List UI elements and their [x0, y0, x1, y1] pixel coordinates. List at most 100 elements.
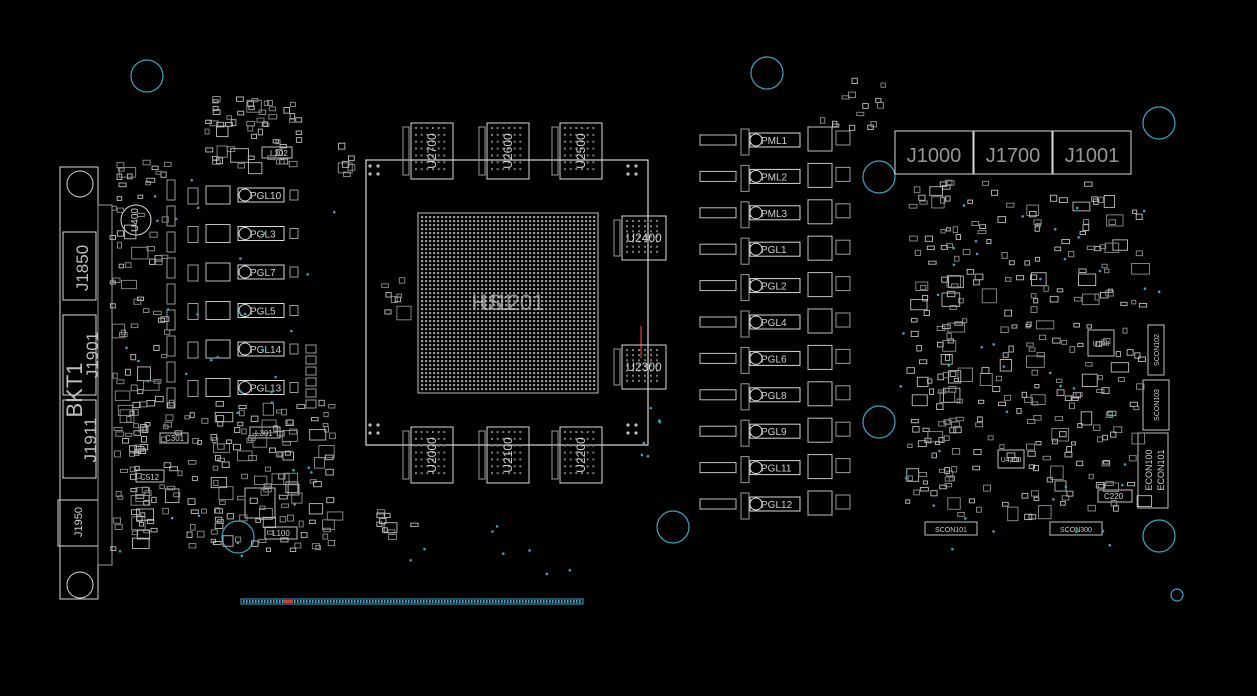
smd-part [1080, 411, 1093, 426]
smd-part [908, 203, 918, 209]
smd-part [388, 534, 397, 540]
pcie-edge-connector [240, 598, 584, 605]
left-phase: PGL5 [187, 301, 299, 320]
smd-part [1027, 419, 1036, 424]
smd-part [948, 370, 962, 384]
smd-part [218, 486, 234, 501]
smd-part [124, 224, 137, 240]
smd-part [1106, 411, 1113, 419]
smd-part [160, 171, 167, 178]
smd-part [113, 450, 121, 458]
smd-part [1120, 301, 1128, 306]
smd-part [205, 119, 212, 124]
smd-part [1007, 506, 1019, 522]
smd-part [1136, 495, 1153, 508]
smd-part [976, 416, 983, 423]
phase-label: PGL7 [250, 268, 276, 279]
smd-part [295, 117, 303, 123]
right-phase: PML1 [699, 126, 851, 156]
smd-part [113, 517, 121, 524]
via [502, 552, 505, 555]
smd-part [109, 303, 116, 309]
smd-part [981, 367, 990, 374]
smd-part [1084, 181, 1093, 187]
smd-part [112, 277, 121, 283]
smd-part [1081, 373, 1098, 388]
left-phase: PGL13 [187, 378, 299, 397]
smd-part [187, 498, 196, 505]
smd-part [155, 170, 162, 175]
small-components [109, 77, 1161, 576]
smd-part [258, 538, 267, 543]
smd-part [214, 411, 234, 423]
mounting-hole [862, 160, 896, 194]
smd-part [251, 540, 259, 547]
smd-part [914, 249, 921, 256]
via [658, 420, 662, 424]
smd-part [111, 205, 117, 211]
smd-part [153, 378, 162, 384]
smd-part [936, 403, 944, 411]
smd-part [1052, 438, 1058, 445]
smd-part [165, 414, 174, 422]
smd-part [134, 473, 142, 479]
via [263, 232, 266, 235]
smd-part [296, 404, 306, 409]
via [332, 211, 336, 214]
smd-part [922, 480, 929, 485]
smd-part [1110, 431, 1117, 438]
smd-part [1026, 204, 1040, 217]
smd-part [135, 446, 145, 452]
smd-part [945, 195, 951, 202]
smd-part [410, 522, 419, 527]
smd-part [119, 468, 128, 473]
smd-part [251, 133, 258, 140]
smd-part [1105, 290, 1114, 297]
smd-part [954, 255, 960, 262]
smd-part [398, 277, 406, 284]
via [1077, 236, 1080, 239]
via [423, 547, 426, 551]
smd-part [1059, 501, 1066, 506]
via [902, 332, 905, 335]
smd-part [972, 465, 981, 471]
smd-part [947, 338, 954, 344]
smd-part [848, 124, 856, 131]
smd-part [134, 451, 140, 456]
via [290, 329, 293, 333]
smd-part [937, 373, 944, 381]
smd-part [324, 454, 334, 461]
smd-part [262, 402, 275, 416]
smd-part [948, 386, 957, 393]
smd-part [130, 384, 138, 392]
smd-part [239, 409, 245, 417]
smd-part [265, 547, 271, 552]
smd-part [1131, 299, 1137, 305]
smd-part [140, 424, 147, 431]
smd-part [940, 197, 946, 204]
smd-part [162, 507, 169, 515]
smd-part [264, 466, 272, 472]
memory-chip: U2700 [402, 122, 454, 180]
smd-part [1030, 274, 1038, 281]
smd-part [116, 241, 122, 249]
smd-part [999, 444, 1005, 449]
smd-part [291, 492, 303, 504]
via [196, 312, 199, 316]
smd-part [1033, 464, 1039, 472]
via [307, 466, 311, 469]
right-vrm-phases: PML1PML2PML3PGL1PGL2PGL4PGL6PGL8PGL9PGL1… [699, 126, 851, 520]
smd-part [138, 401, 148, 408]
memory-label: U2500 [574, 133, 588, 169]
smd-part [931, 196, 945, 209]
smd-part [188, 543, 197, 549]
smd-part [164, 421, 173, 428]
smd-part [381, 283, 389, 288]
via [1002, 365, 1006, 368]
smd-part [928, 260, 937, 265]
smd-part [1011, 324, 1018, 329]
smd-part [1129, 401, 1138, 407]
smd-part [990, 189, 999, 196]
via [1108, 543, 1112, 547]
left-connector-block: J1850 J1901 J1911 BKT1 J1950 U400 [57, 166, 152, 600]
